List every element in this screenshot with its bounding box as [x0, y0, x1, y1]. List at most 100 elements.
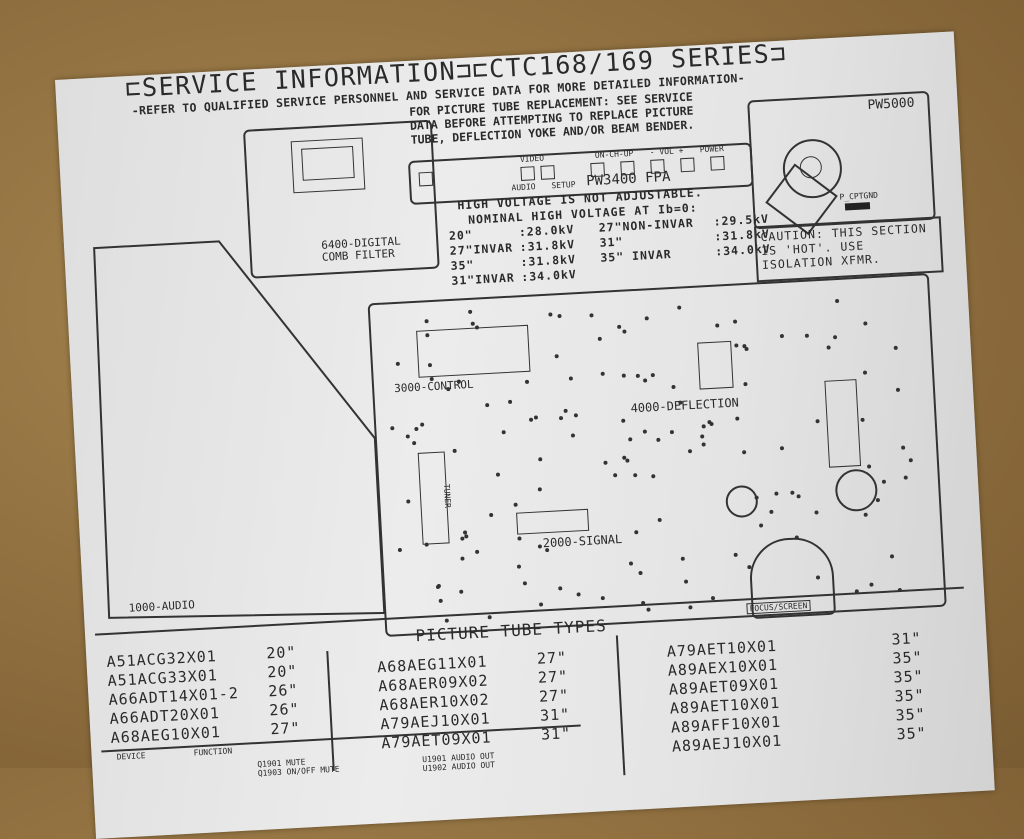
component-pad [463, 534, 469, 539]
control-label: 3000-CONTROL [393, 377, 474, 396]
component-pad [676, 305, 682, 311]
component-pad [882, 479, 887, 484]
btn-vol-label: - VOL + [649, 146, 684, 157]
component-pad [625, 458, 630, 463]
component-pad [573, 412, 579, 417]
component-pad [628, 437, 633, 442]
component-pad [436, 585, 441, 590]
component-pad [468, 310, 473, 315]
btn-setup-label: SETUP [551, 180, 576, 191]
component-pad [621, 418, 626, 423]
tube-size: 31" [890, 628, 923, 649]
main-chassis-board: 3000-CONTROL 4000-DEFLECTION 2000-SIGNAL… [367, 273, 947, 637]
component-pad [734, 343, 739, 348]
component-pad [513, 502, 518, 507]
component-pad [651, 473, 656, 479]
btn-ch-label: ON-CH-UP [594, 148, 634, 160]
component-pad [516, 536, 522, 542]
component-pad [545, 548, 550, 553]
tube-size: 27" [537, 667, 569, 687]
component-pad [714, 323, 720, 328]
pw5000-label: PW5000 [867, 95, 915, 114]
component-pad [706, 419, 712, 424]
component-pad [742, 449, 747, 454]
tube-size: 20" [266, 661, 298, 682]
component-pad [395, 361, 400, 366]
component-pad [867, 464, 872, 469]
component-pad [895, 387, 901, 392]
component-pad [462, 530, 467, 535]
component-pad [687, 449, 692, 454]
component-pad [571, 433, 576, 438]
component-pad [589, 313, 594, 318]
component-pad [754, 495, 759, 500]
tube-size: 35" [896, 723, 928, 744]
component-pad [633, 472, 638, 477]
component-pad [735, 416, 740, 422]
component-pad [701, 442, 707, 447]
component-pad [671, 385, 676, 390]
component-pad [424, 542, 430, 547]
component-pad [635, 373, 640, 379]
hv-cell: 31"INVAR [451, 270, 516, 288]
component-pad [816, 574, 821, 580]
component-pad [769, 510, 774, 515]
component-pad [744, 347, 749, 352]
tube-size: 20" [265, 642, 297, 663]
p-cptgnd-label: P_CPTGND [839, 190, 879, 202]
component-pad [814, 510, 819, 515]
component-pad [669, 429, 674, 434]
deflection-label: 4000-DEFLECTION [630, 395, 740, 416]
component-pad [597, 336, 602, 341]
component-pad [522, 581, 527, 586]
component-pad [412, 440, 417, 445]
component-pad [701, 424, 707, 429]
component-pad [622, 373, 627, 378]
component-pad [559, 415, 564, 421]
component-pad [501, 430, 506, 435]
component-pad [683, 579, 688, 584]
component-pad [833, 335, 838, 340]
component-pad [643, 378, 648, 383]
component-pad [681, 556, 686, 561]
component-pad [538, 602, 543, 608]
component-pad [525, 380, 530, 385]
component-pad [452, 448, 457, 453]
component-pad [779, 333, 784, 339]
component-pad [397, 548, 402, 553]
component-pad [568, 376, 573, 381]
component-pad [459, 589, 464, 594]
component-pad [904, 475, 909, 480]
component-pad [790, 491, 795, 496]
tube-size: 35" [892, 647, 924, 668]
btn-video-label: VIDEO [519, 153, 545, 164]
component-pad [733, 552, 738, 558]
component-pad [558, 586, 563, 591]
component-pad [537, 457, 542, 462]
component-pad [889, 554, 894, 559]
tube-size: 27" [538, 686, 570, 706]
component-pad [633, 530, 638, 535]
component-pad [628, 561, 633, 566]
component-pad [794, 535, 799, 540]
component-pad [875, 498, 880, 503]
component-pad [743, 382, 749, 387]
component-pad [529, 418, 534, 423]
component-pad [860, 417, 865, 422]
component-pad [600, 371, 605, 377]
component-pad [389, 425, 395, 430]
tube-size: 26" [268, 699, 300, 720]
component-pad [657, 517, 662, 522]
component-pad [600, 596, 605, 601]
component-pad [470, 321, 476, 326]
component-pad [893, 345, 899, 350]
pw5000-board: PW5000 P_CPTGND [747, 90, 936, 236]
fpa-button [710, 155, 725, 171]
component-pad [655, 437, 661, 442]
device-col-header: DEVICE [116, 751, 146, 762]
component-pad [564, 408, 569, 413]
component-pad [815, 418, 821, 424]
